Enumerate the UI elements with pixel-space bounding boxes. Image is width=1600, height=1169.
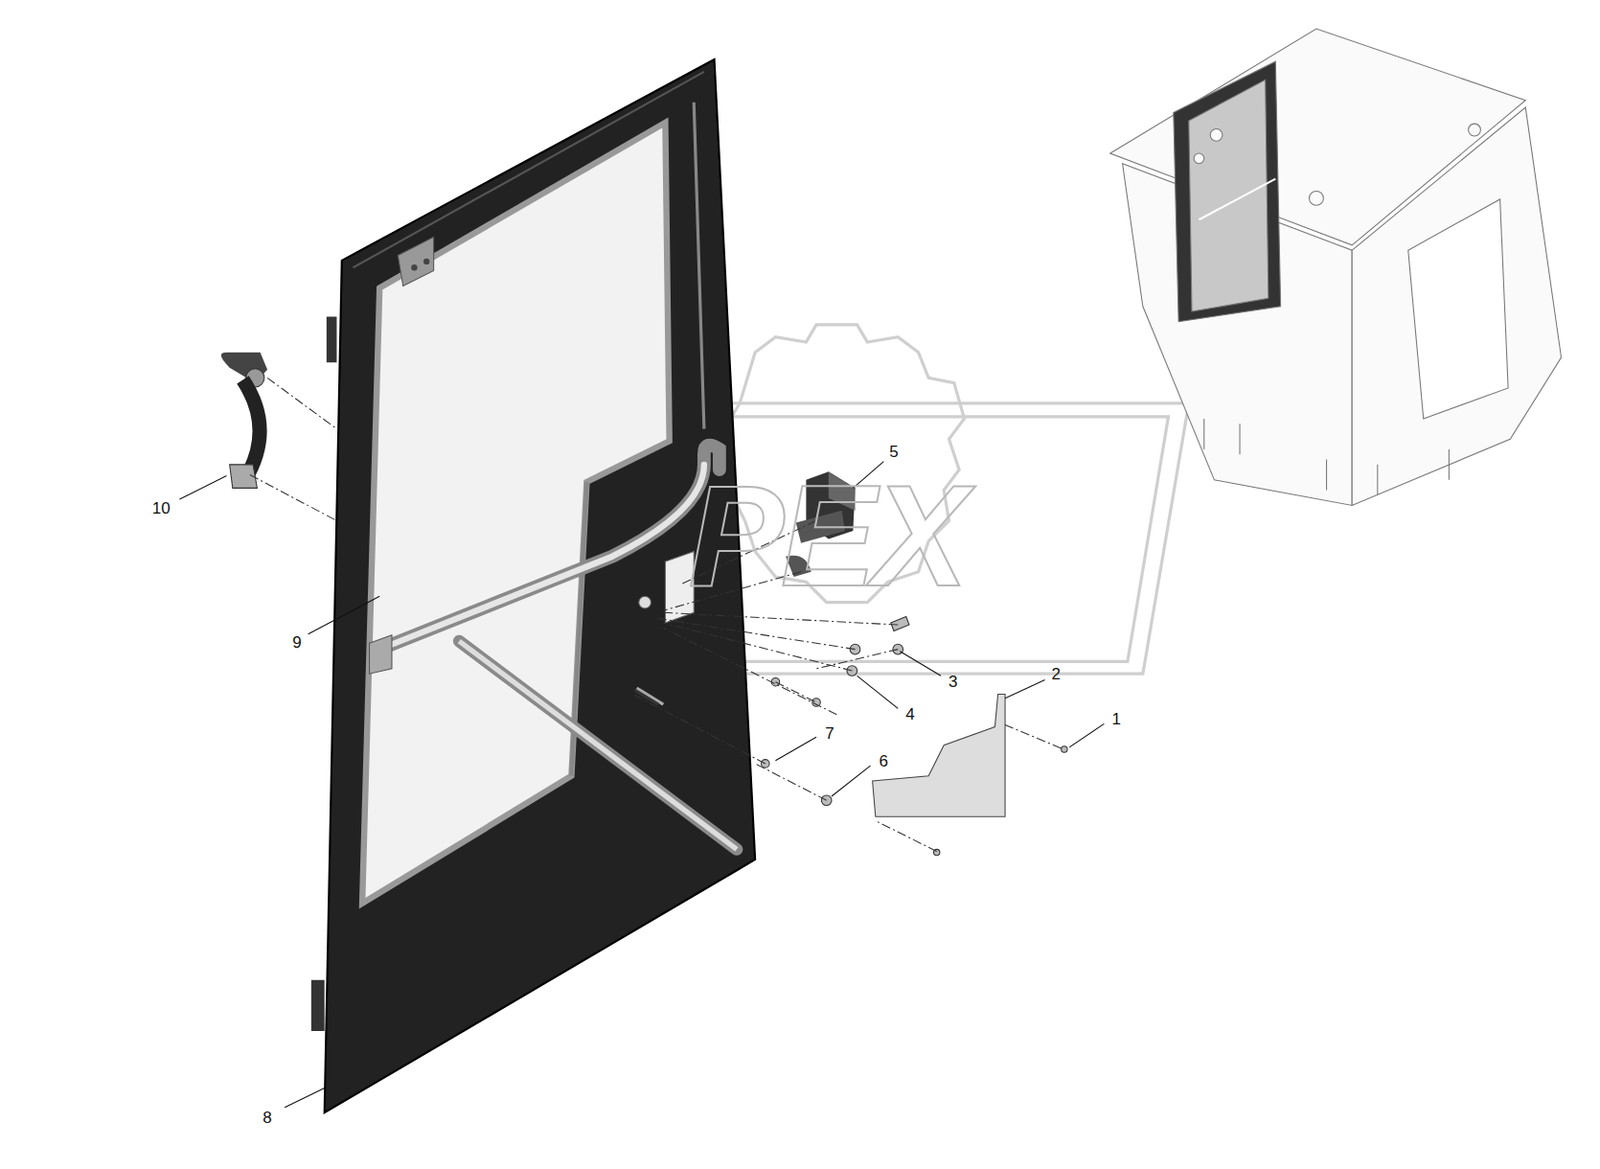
assembly-line bbox=[250, 377, 1062, 851]
bracket bbox=[872, 693, 1006, 817]
callout-number: 1 bbox=[1111, 710, 1120, 728]
leader-line bbox=[179, 461, 1104, 1108]
grab-handle bbox=[221, 352, 268, 489]
cab-thumbnail bbox=[1110, 28, 1562, 505]
callout-number: 8 bbox=[262, 1108, 272, 1125]
callout-number: 2 bbox=[1051, 665, 1061, 683]
callout-number: 3 bbox=[948, 672, 958, 689]
callout-number: 7 bbox=[824, 725, 834, 742]
callout-number: 9 bbox=[292, 634, 301, 651]
callout-number: 6 bbox=[879, 752, 889, 769]
callout-number: 5 bbox=[889, 442, 898, 459]
callout-number: 10 bbox=[152, 499, 171, 516]
watermark: PEX bbox=[688, 463, 965, 608]
callout-number: 4 bbox=[905, 705, 915, 722]
fasteners bbox=[634, 617, 1068, 856]
